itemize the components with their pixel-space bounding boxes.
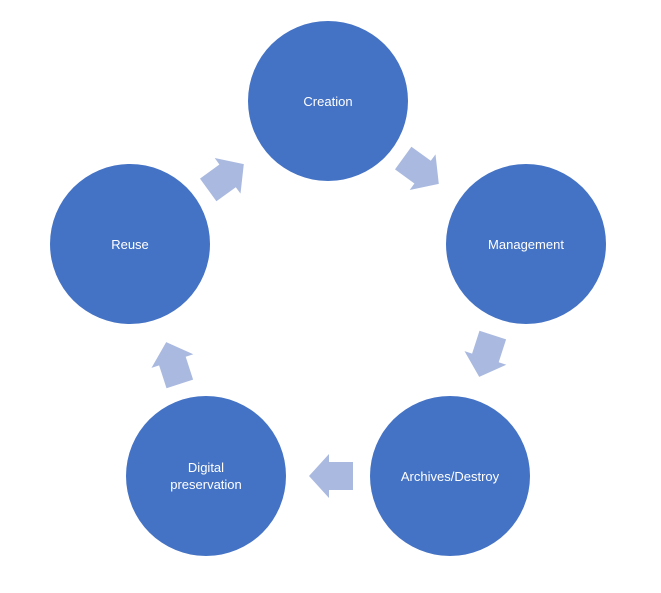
stage-creation: Creation <box>248 21 408 181</box>
stage-archives-destroy: Archives/Destroy <box>370 396 530 556</box>
arrow-archives-to-preservation <box>309 454 353 498</box>
arrow-preservation-to-reuse <box>151 342 194 389</box>
arrow-management-to-archives <box>464 330 507 377</box>
stage-reuse: Reuse <box>50 164 210 324</box>
arrow-creation-to-management <box>395 146 439 190</box>
arrow-reuse-to-creation <box>200 158 244 202</box>
stage-management: Management <box>446 164 606 324</box>
stage-digital-preservation: Digital preservation <box>126 396 286 556</box>
